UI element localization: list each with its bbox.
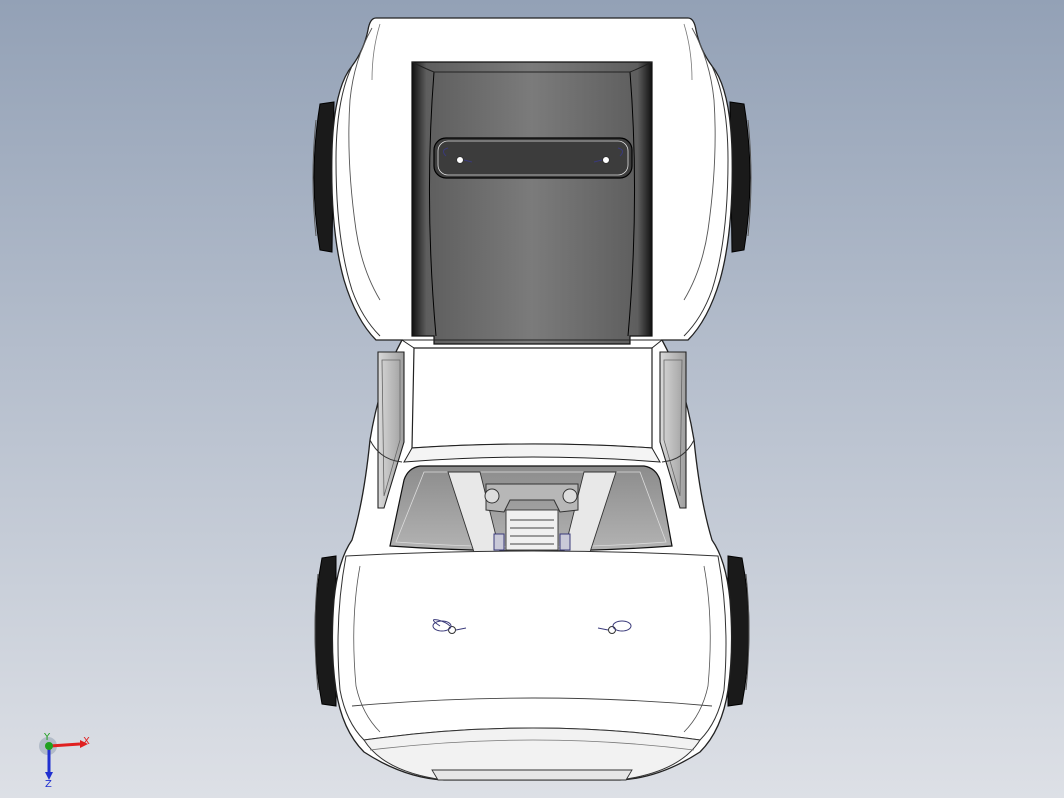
side-window-left (377, 351, 405, 509)
z-axis-label: Z (45, 779, 52, 788)
chassis-mount (447, 471, 617, 553)
y-axis-label: Y (43, 732, 51, 743)
x-axis-arrow (49, 742, 81, 748)
view-orientation-triad: X Y Z (39, 732, 90, 788)
tire-rear-right[interactable] (729, 101, 752, 253)
body-clip-rear-right[interactable] (593, 147, 624, 164)
y-axis-dot (45, 742, 53, 750)
cab-roof[interactable] (411, 347, 653, 449)
x-axis-label: X (83, 736, 90, 747)
tire-front-left[interactable] (314, 555, 337, 707)
tire-front-right[interactable] (727, 555, 750, 707)
tire-rear-left[interactable] (312, 101, 335, 253)
side-window-right (659, 351, 687, 509)
body-clip-front-left[interactable] (432, 619, 467, 634)
body-clip-rear-left[interactable] (442, 147, 473, 164)
bed-crossbar[interactable] (433, 137, 633, 179)
front-bumper[interactable] (431, 769, 633, 781)
body-clip-front-right[interactable] (597, 620, 632, 634)
hood[interactable] (337, 550, 727, 741)
truck-bed[interactable] (411, 61, 653, 345)
